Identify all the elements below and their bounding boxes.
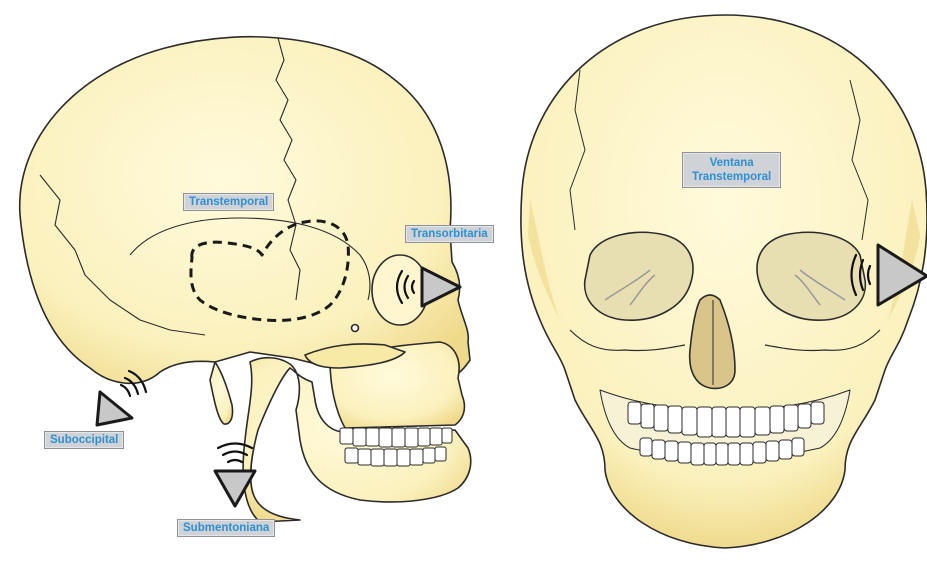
label-transtemporal: Transtemporal <box>183 193 274 211</box>
label-transorbitaria-text: Transorbitaria <box>411 227 488 241</box>
frontal-skull <box>521 15 927 548</box>
lateral-orbit <box>372 255 428 325</box>
label-submentoniana: Submentoniana <box>177 519 275 537</box>
label-suboccipital-text: Suboccipital <box>50 433 118 447</box>
frontal-cranium <box>521 15 927 548</box>
lateral-skull <box>20 37 471 522</box>
lateral-mastoid <box>210 362 233 424</box>
label-ventana-transtemporal: Ventana Transtemporal <box>682 152 781 188</box>
lateral-foramen <box>352 325 359 332</box>
lateral-cranium <box>20 37 470 388</box>
label-transtemporal-text: Transtemporal <box>189 195 268 209</box>
label-submentoniana-text: Submentoniana <box>183 521 269 535</box>
ultrasound-probe-icon <box>97 392 132 425</box>
label-ventana-line1: Ventana <box>692 156 771 170</box>
label-transorbitaria: Transorbitaria <box>405 225 494 243</box>
label-ventana-line2: Transtemporal <box>692 170 771 184</box>
label-suboccipital: Suboccipital <box>44 431 124 449</box>
